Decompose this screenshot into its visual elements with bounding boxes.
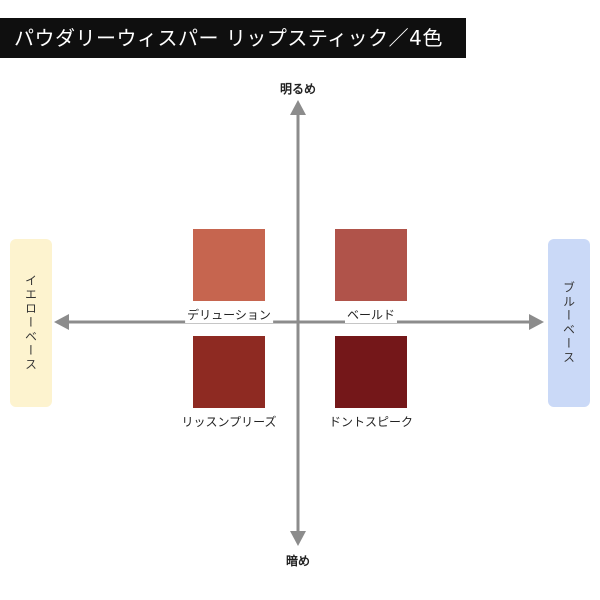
- shade-label-listen-please: リッスンプリーズ: [179, 413, 279, 430]
- title-bar: パウダリーウィスパー リップスティック／4色: [0, 18, 466, 58]
- axis-label-dark: 暗め: [285, 554, 311, 568]
- shade-label-veiled: ベールド: [344, 306, 398, 323]
- yellow-base-tab: イエローベース: [10, 239, 52, 407]
- swatch-listen-please: [193, 336, 265, 408]
- axis-label-bright: 明るめ: [279, 82, 317, 96]
- blue-base-label: ブルーベース: [561, 281, 576, 365]
- yellow-base-label: イエローベース: [23, 274, 38, 372]
- shade-label-delusion: デリューション: [185, 306, 273, 323]
- swatch-delusion: [193, 229, 265, 301]
- page-title: パウダリーウィスパー リップスティック／4色: [14, 26, 443, 50]
- shade-label-dont-speak: ドントスピーク: [326, 413, 416, 430]
- blue-base-tab: ブルーベース: [548, 239, 590, 407]
- down-arrowhead: [290, 531, 306, 546]
- swatch-dont-speak: [335, 336, 407, 408]
- swatch-veiled: [335, 229, 407, 301]
- right-arrowhead: [529, 314, 544, 330]
- up-arrowhead: [290, 100, 306, 115]
- left-arrowhead: [54, 314, 69, 330]
